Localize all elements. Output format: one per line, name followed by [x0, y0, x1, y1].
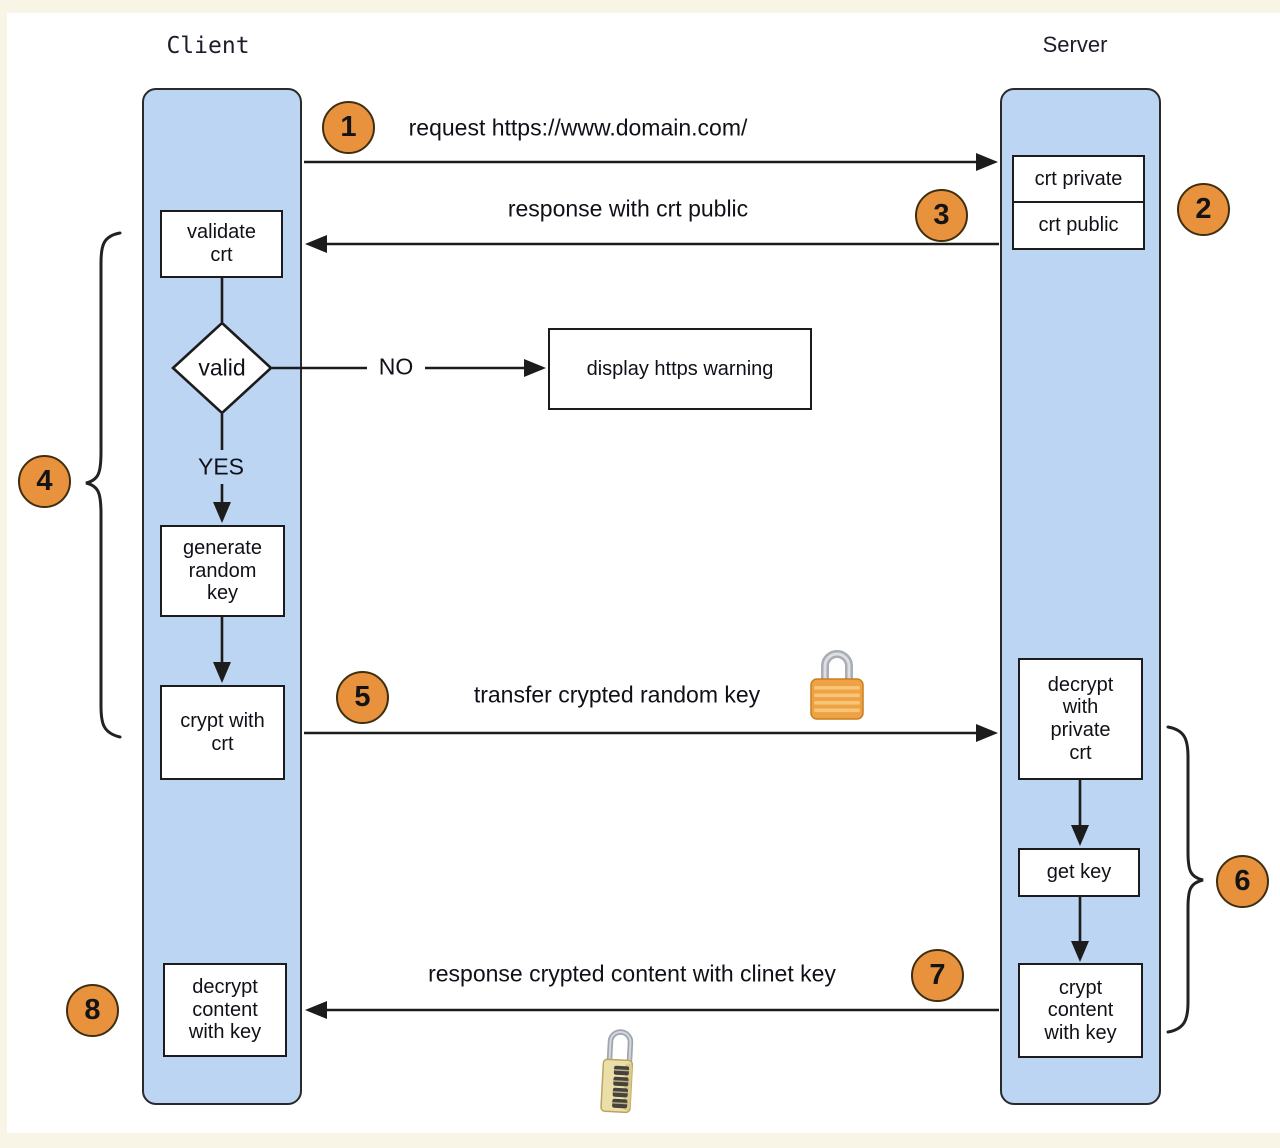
step-badge-2: 2 [1177, 183, 1230, 236]
valid-decision-label: valid [198, 354, 246, 381]
get-key-box: get key [1018, 848, 1140, 897]
request-message-label: request https://www.domain.com/ [408, 114, 748, 141]
validate-crt-box: validate crt [160, 210, 283, 278]
crypt-content-with-key-box: crypt content with key [1018, 963, 1143, 1058]
client-lane-title: Client [166, 33, 250, 59]
step-badge-3: 3 [915, 189, 968, 242]
step-badge-7: 7 [911, 949, 964, 1002]
response-crt-message-label: response with crt public [507, 195, 749, 222]
transfer-key-message-label: transfer crypted random key [473, 681, 761, 708]
crypt-with-crt-box: crypt with crt [160, 685, 285, 780]
step-badge-5: 5 [336, 671, 389, 724]
step-badge-8: 8 [66, 984, 119, 1037]
decrypt-with-private-crt-box: decrypt with private crt [1018, 658, 1143, 780]
display-https-warning-box: display https warning [548, 328, 812, 410]
padlock-icon [810, 650, 864, 720]
response-content-message-label: response crypted content with clinet key [428, 960, 836, 987]
server-lane-title: Server [1042, 32, 1108, 57]
step-badge-6: 6 [1216, 855, 1269, 908]
combination-lock-icon [600, 1029, 634, 1114]
generate-random-key-box: generate random key [160, 525, 285, 617]
crt-public-box: crt public [1012, 200, 1145, 250]
decrypt-content-with-key-box: decrypt content with key [163, 963, 287, 1057]
step-badge-4: 4 [18, 455, 71, 508]
yes-branch-label: YES [197, 453, 245, 480]
step-badge-1: 1 [322, 101, 375, 154]
no-branch-label: NO [378, 353, 414, 380]
crt-private-box: crt private [1012, 155, 1145, 203]
